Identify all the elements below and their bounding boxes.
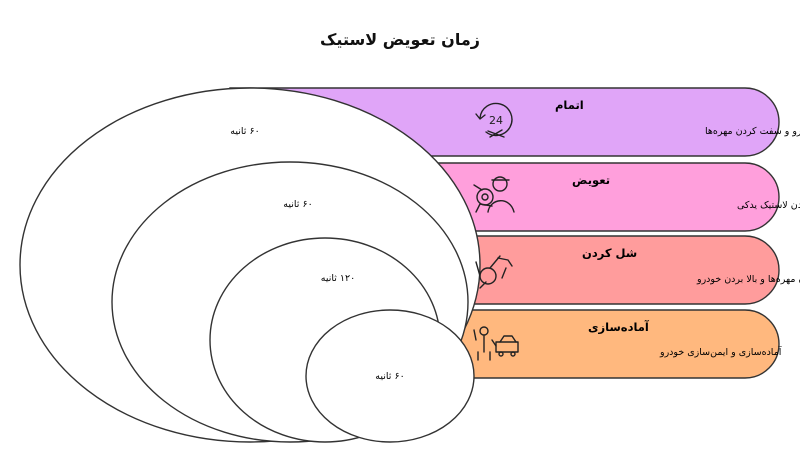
step-title-prepare: آماده‌سازی — [588, 320, 650, 334]
step-desc-prepare: آماده‌سازی و ایمن‌سازی خودرو — [659, 345, 782, 358]
worker-car-icon — [473, 326, 519, 361]
step-desc-finish: پایین آوردن خودرو و سفت کردن مهره‌ها — [705, 124, 800, 137]
clock-24-wrench-icon: 24 — [475, 102, 513, 138]
step-desc-loosen: شل کردن مهره‌ها و بالا بردن خودرو — [696, 274, 800, 285]
lug-wrench-icon — [475, 255, 513, 289]
svg-text:24: 24 — [489, 114, 503, 127]
step-desc-replace: برداشتن لاستیک پنچر و قرار دادن لاستیک ی… — [737, 200, 800, 211]
step-title-finish: اتمام — [555, 98, 584, 112]
mechanic-tire-icon — [473, 176, 515, 213]
step-title-loosen: شل کردن — [582, 246, 637, 260]
diagram-title: زمان تعویض لاستیک — [320, 30, 480, 49]
time-label-replace: ۶۰ ثانیه — [283, 199, 312, 210]
time-label-prepare: ۶۰ ثانیه — [375, 371, 404, 382]
time-label-finish: ۶۰ ثانیه — [230, 126, 259, 137]
time-label-loosen: ۱۲۰ ثانیه — [321, 273, 355, 284]
ring-prepare — [305, 309, 475, 443]
step-title-replace: تعویض — [572, 173, 610, 188]
